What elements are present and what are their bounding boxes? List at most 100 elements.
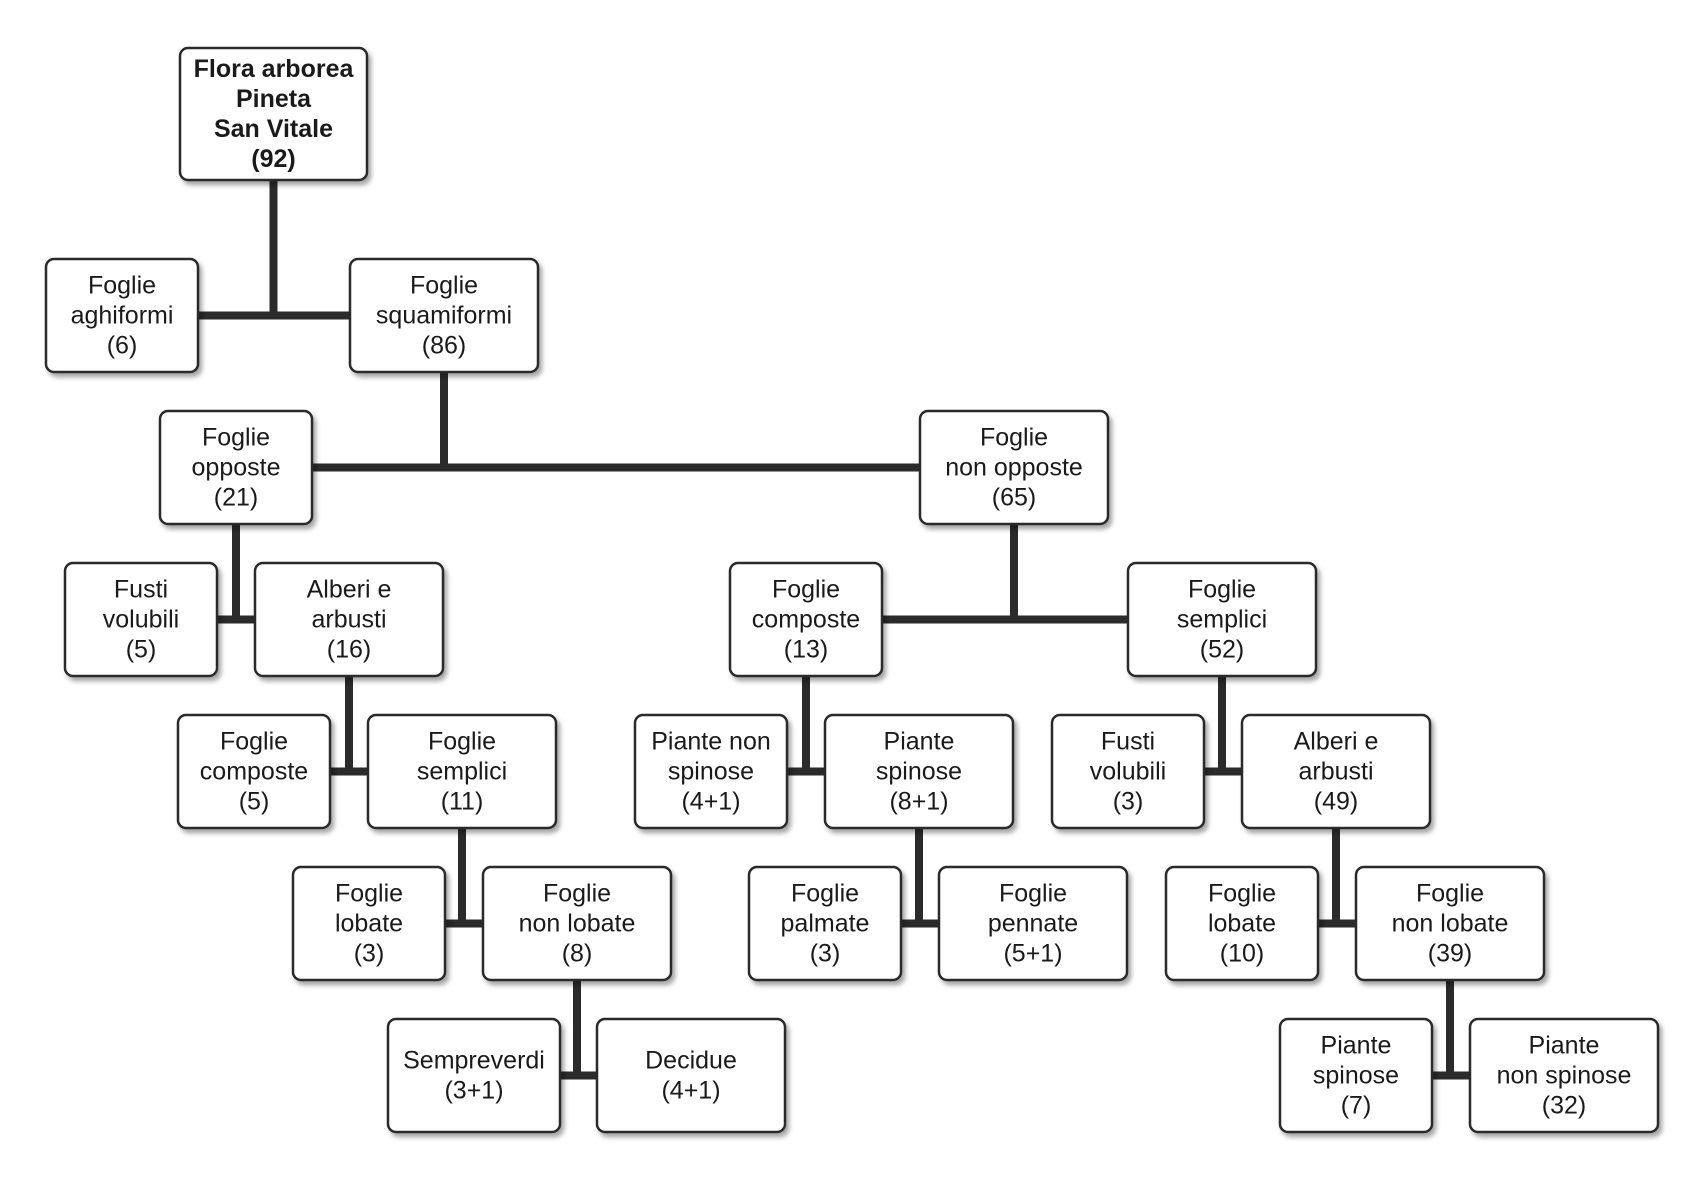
node-label-line: palmate	[781, 910, 870, 938]
node-box	[823, 713, 1015, 830]
node-label-line: (7)	[1341, 1092, 1372, 1120]
node-box	[937, 865, 1129, 982]
node-label-line: Foglie	[428, 728, 496, 756]
node-label-line: opposte	[192, 454, 281, 482]
node-label-line: (10)	[1220, 940, 1264, 968]
node-label-line: spinose	[668, 758, 754, 786]
node-label-line: (11)	[441, 788, 484, 816]
node-label-line: (5)	[126, 636, 157, 664]
node-box	[747, 865, 903, 982]
node-box	[728, 561, 884, 678]
node-label-line: (39)	[1428, 940, 1472, 968]
node-box	[1468, 1017, 1660, 1134]
node-label-line: volubili	[103, 606, 179, 634]
node-box	[366, 713, 558, 830]
node-label-line: (13)	[784, 636, 828, 664]
node-label-line: (3+1)	[444, 1077, 503, 1105]
node-label-line: semplici	[417, 758, 507, 786]
node-box	[386, 1017, 562, 1134]
node-label-line: Foglie	[1208, 880, 1276, 908]
node-label-line: Alberi e	[307, 576, 392, 604]
node-box	[63, 561, 219, 678]
node-box	[481, 865, 673, 982]
node-label-line: (3)	[354, 940, 385, 968]
node-label-line: lobate	[335, 910, 403, 938]
node-box	[1126, 561, 1318, 678]
node-box	[178, 46, 369, 182]
node-box	[348, 257, 540, 374]
connector-lines	[198, 180, 1470, 1080]
node-box	[1050, 713, 1206, 830]
node-label-line: San Vitale	[214, 115, 333, 143]
node-label-line: (4+1)	[661, 1077, 720, 1105]
node-label-line: squamiformi	[376, 302, 512, 330]
node-label-line: (86)	[422, 332, 466, 360]
node-label-line: Foglie	[980, 424, 1048, 452]
node-label-line: Fusti	[114, 576, 168, 604]
node-label-line: (5)	[239, 788, 270, 816]
node-label-line: Piante non	[651, 728, 771, 756]
node-label-line: (6)	[107, 332, 138, 360]
node-label-line: non spinose	[1497, 1062, 1632, 1090]
node-label-line: Foglie	[220, 728, 288, 756]
node-label-line: Decidue	[645, 1047, 737, 1075]
node-label-line: Foglie	[1416, 880, 1484, 908]
node-label-line: non lobate	[519, 910, 636, 938]
node-label-line: Foglie	[543, 880, 611, 908]
node-box	[633, 713, 789, 830]
node-label-line: composte	[752, 606, 860, 634]
node-label-line: aghiformi	[71, 302, 174, 330]
node-label-line: (5+1)	[1003, 940, 1062, 968]
node-label-line: Alberi e	[1294, 728, 1379, 756]
node-box	[1278, 1017, 1434, 1134]
node-label-line: Foglie	[772, 576, 840, 604]
node-label-line: (65)	[992, 484, 1036, 512]
node-label-line: Foglie	[88, 272, 156, 300]
node-label-line: (16)	[327, 636, 371, 664]
node-box	[158, 409, 314, 526]
node-label-line: non opposte	[945, 454, 1083, 482]
node-label-line: (8+1)	[889, 788, 948, 816]
node-sempreverdi: Sempreverdi(3+1)	[386, 1017, 562, 1134]
node-label-line: Flora arborea	[194, 55, 355, 83]
node-box	[1164, 865, 1320, 982]
node-box	[291, 865, 447, 982]
node-label-line: Piante	[1529, 1032, 1600, 1060]
node-label-line: (3)	[1113, 788, 1144, 816]
node-label-line: (49)	[1314, 788, 1358, 816]
node-label-line: lobate	[1208, 910, 1276, 938]
node-box	[595, 1017, 787, 1134]
node-label-line: pennate	[988, 910, 1078, 938]
node-box	[176, 713, 332, 830]
node-decidue: Decidue(4+1)	[595, 1017, 787, 1134]
node-label-line: Pineta	[236, 85, 312, 113]
node-label-line: volubili	[1090, 758, 1166, 786]
node-box	[253, 561, 445, 678]
node-label-line: spinose	[876, 758, 962, 786]
node-box	[1240, 713, 1432, 830]
node-label-line: arbusti	[1298, 758, 1373, 786]
node-label-line: Foglie	[410, 272, 478, 300]
node-label-line: (92)	[251, 145, 295, 173]
